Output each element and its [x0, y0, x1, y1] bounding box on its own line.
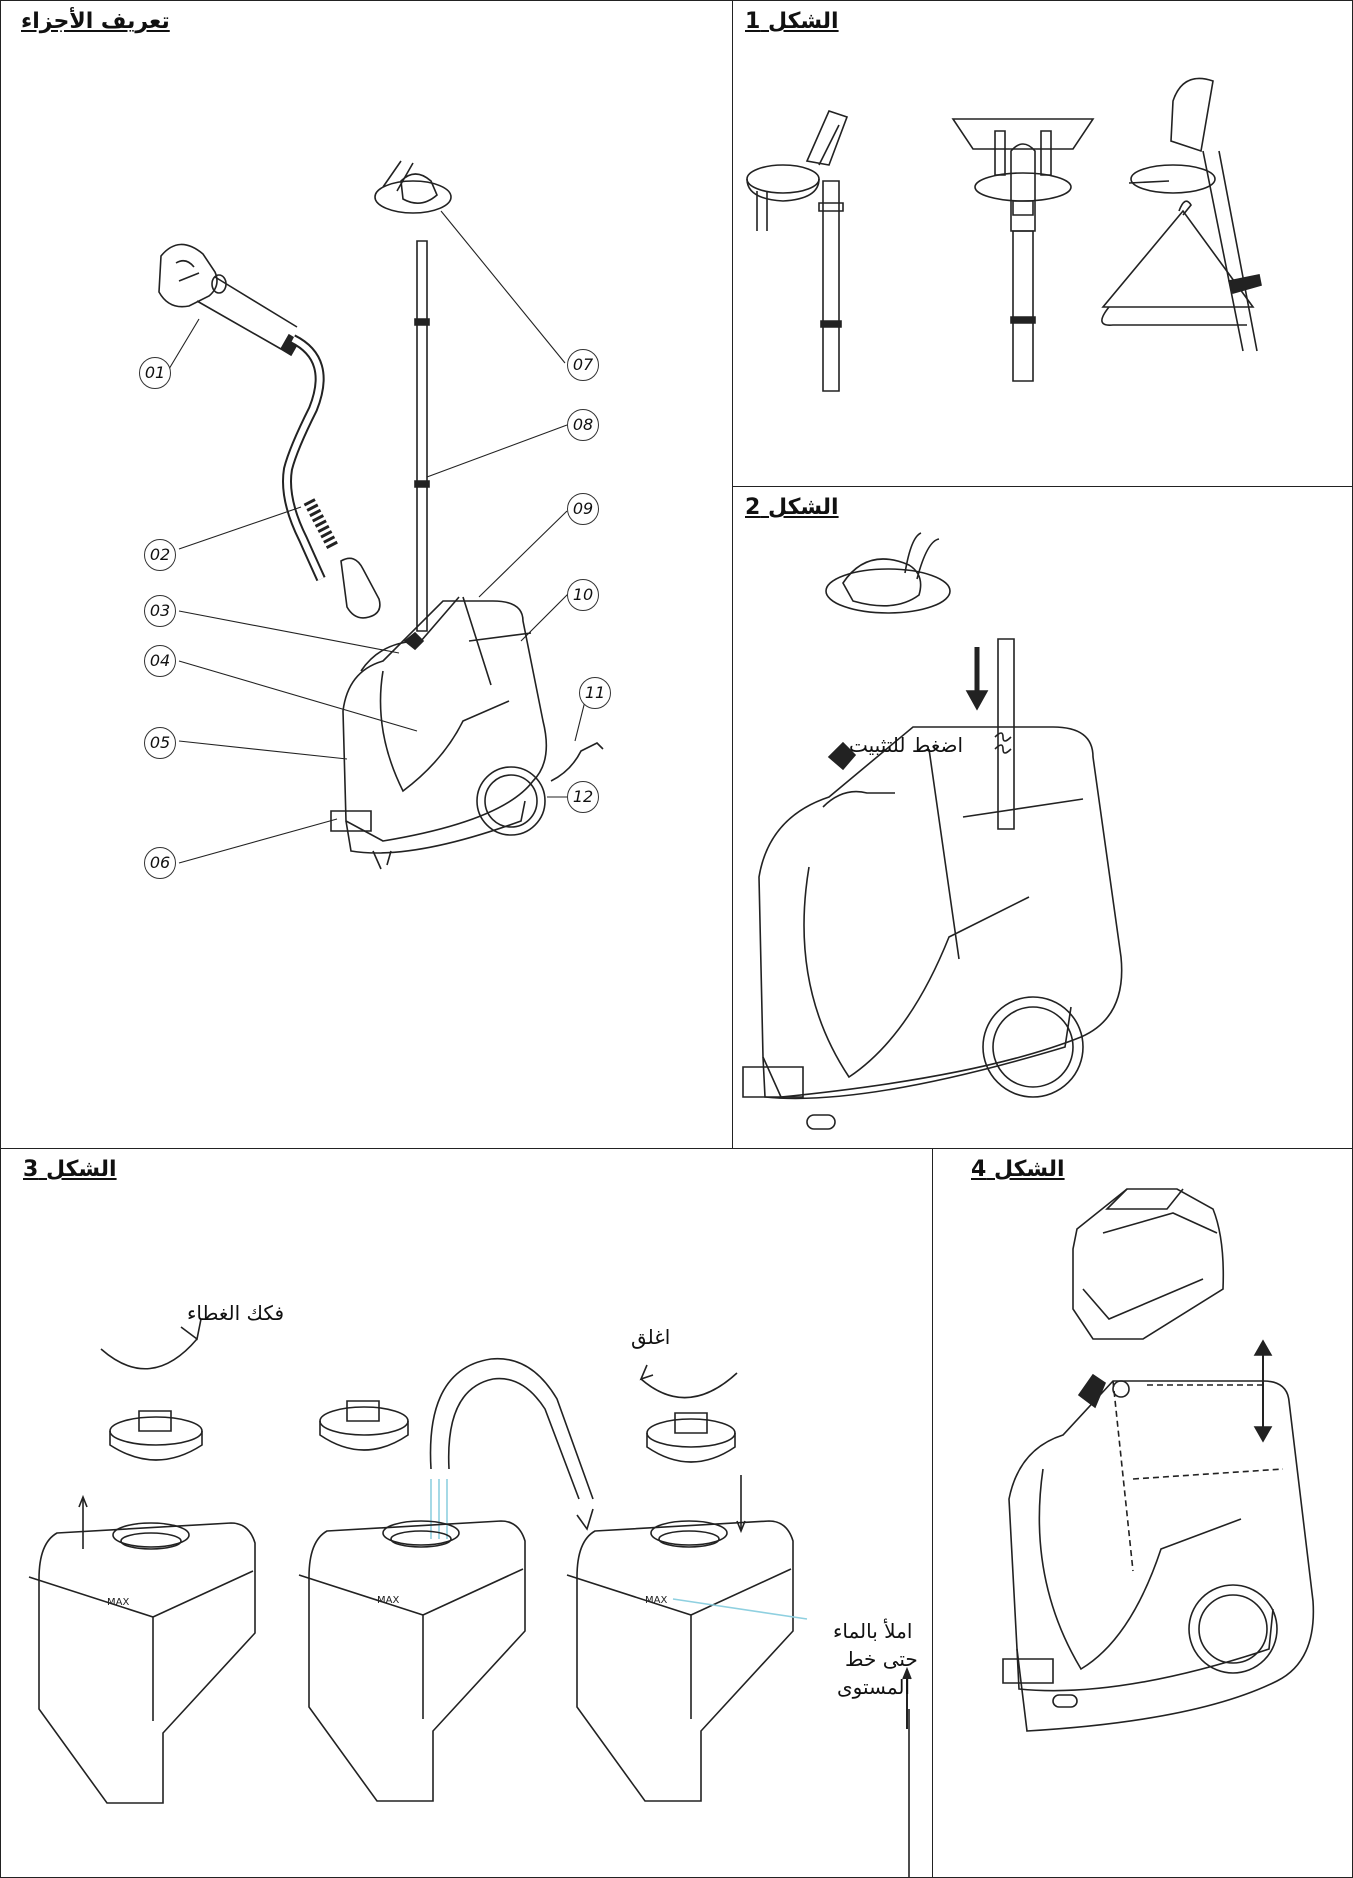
steamer-parts-diagram	[1, 1, 734, 1150]
steam-handle-drawing	[159, 244, 299, 355]
fig1-hanger-steps	[733, 1, 1353, 488]
svg-text:MAX: MAX	[107, 1597, 129, 1608]
callout-08: 08	[567, 409, 599, 441]
callout-04: 04	[144, 645, 176, 677]
tank-caps	[110, 1401, 735, 1462]
callout-leaders	[169, 211, 587, 863]
parts-panel: تعريف الأجزاء	[0, 0, 734, 1150]
fig3-close-label: اغلق	[631, 1325, 671, 1349]
fig2-assembly-drawing	[733, 487, 1353, 1150]
pole-drawing	[417, 241, 427, 631]
callout-12: 12	[567, 781, 599, 813]
fig3-fill-label-2: حتى خط	[845, 1647, 918, 1671]
fig1-title: الشكل 1	[745, 9, 839, 34]
svg-text:MAX: MAX	[377, 1595, 399, 1606]
fig3-fill-label-3: المستوى	[837, 1675, 911, 1699]
callout-01: 01	[139, 357, 171, 389]
callout-11: 11	[579, 677, 611, 709]
steamer-body-drawing	[331, 597, 603, 869]
parts-panel-title: تعريف الأجزاء	[21, 9, 170, 34]
fig3-unscrew-label: فكك الغطاء	[187, 1301, 285, 1325]
fig2-panel: الشكل 2 اضغط للتثبيت	[732, 486, 1353, 1150]
fig2-title: الشكل 2	[745, 495, 839, 520]
callout-06: 06	[144, 847, 176, 879]
svg-text:MAX: MAX	[645, 1595, 667, 1606]
callout-03: 03	[144, 595, 176, 627]
fig3-fill-label-1: املأ بالماء	[833, 1619, 913, 1643]
callout-05: 05	[144, 727, 176, 759]
callout-02: 02	[144, 539, 176, 571]
fig1-panel: الشكل 1	[732, 0, 1353, 488]
callout-09: 09	[567, 493, 599, 525]
fig4-panel: الشكل 4	[932, 1148, 1353, 1878]
fig4-tank-cover-drawing	[933, 1149, 1353, 1878]
fig3-tank-filling-drawing: MAX MAX MAX	[1, 1149, 934, 1878]
hanger-top-drawing	[375, 161, 451, 213]
water-tanks: MAX MAX MAX	[29, 1521, 807, 1803]
callout-07: 07	[567, 349, 599, 381]
callout-10: 10	[567, 579, 599, 611]
fig4-title: الشكل 4	[971, 1157, 1065, 1182]
fig2-press-label: اضغط للتثبيت	[849, 733, 964, 757]
fig3-title: الشكل 3	[23, 1157, 117, 1182]
fig3-panel: الشكل 3 MAX	[0, 1148, 934, 1878]
